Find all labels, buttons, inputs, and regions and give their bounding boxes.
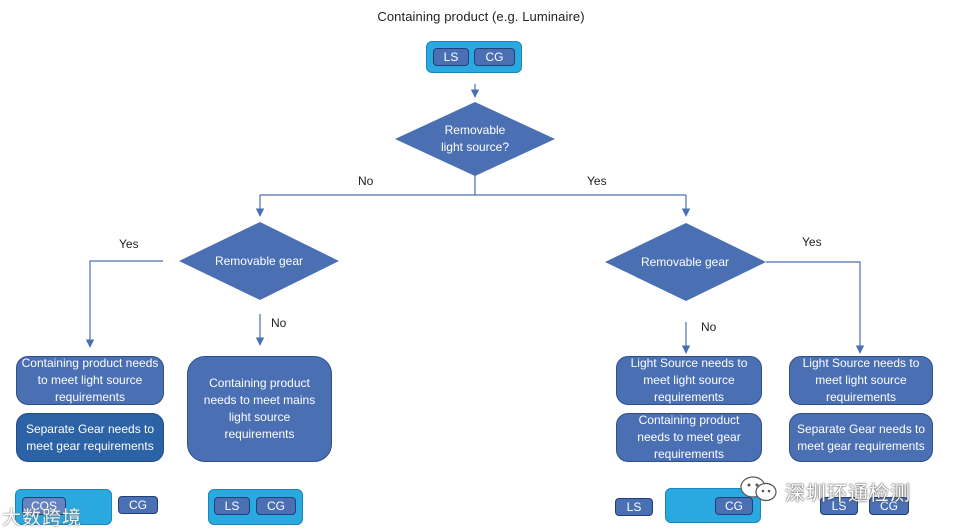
chip-ls-lr: LS <box>214 497 250 515</box>
decision-top-diamond <box>395 102 555 176</box>
chip-cg-ll: CG <box>118 496 158 514</box>
decision-left-diamond <box>179 222 339 300</box>
chip-cos: COS <box>22 497 66 515</box>
edge-label-left-no: No <box>271 316 287 330</box>
chip-cg: CG <box>474 48 515 66</box>
box-mains-light-source-req: Containing product needs to meet mains l… <box>187 356 332 462</box>
decision-right-diamond <box>605 223 766 301</box>
decision-left-label: Removable gear <box>214 253 304 268</box>
box-rl-light-source-req: Light Source needs to meet light source … <box>616 356 762 405</box>
wechat-icon <box>740 476 777 502</box>
chip-cg-lr: CG <box>256 497 296 515</box>
chip-ls-rr: LS <box>820 497 858 515</box>
chip-ls: LS <box>433 48 469 66</box>
edge-label-left-yes: Yes <box>119 237 139 251</box>
chip-cg-rl: CG <box>715 497 753 515</box>
connector-right-yes <box>766 261 865 354</box>
decision-top-label: Removable light source? <box>440 123 510 154</box>
edge-label-right-no: No <box>701 320 717 334</box>
box-rr-gear-req: Separate Gear needs to meet gear require… <box>789 413 933 462</box>
connector-left-yes <box>85 260 163 348</box>
box-ll-gear-req: Separate Gear needs to meet gear require… <box>16 413 164 462</box>
diagram-title: Containing product (e.g. Luminaire) <box>377 9 585 24</box>
watermark-left: 大数跨境 <box>2 508 83 529</box>
box-ll-light-source-req: Containing product needs to meet light s… <box>16 356 164 405</box>
decision-right-label: Removable gear <box>640 254 730 269</box>
box-rl-gear-req: Containing product needs to meet gear re… <box>616 413 762 462</box>
edge-label-right-yes: Yes <box>802 235 822 249</box>
edge-label-top-no: No <box>358 174 374 188</box>
chip-cg-rr: CG <box>869 497 909 515</box>
chip-ls-rl: LS <box>615 498 653 516</box>
edge-label-top-yes: Yes <box>587 174 607 188</box>
watermark-right: 深圳环通检测 <box>785 483 911 505</box>
box-rr-light-source-req: Light Source needs to meet light source … <box>789 356 933 405</box>
